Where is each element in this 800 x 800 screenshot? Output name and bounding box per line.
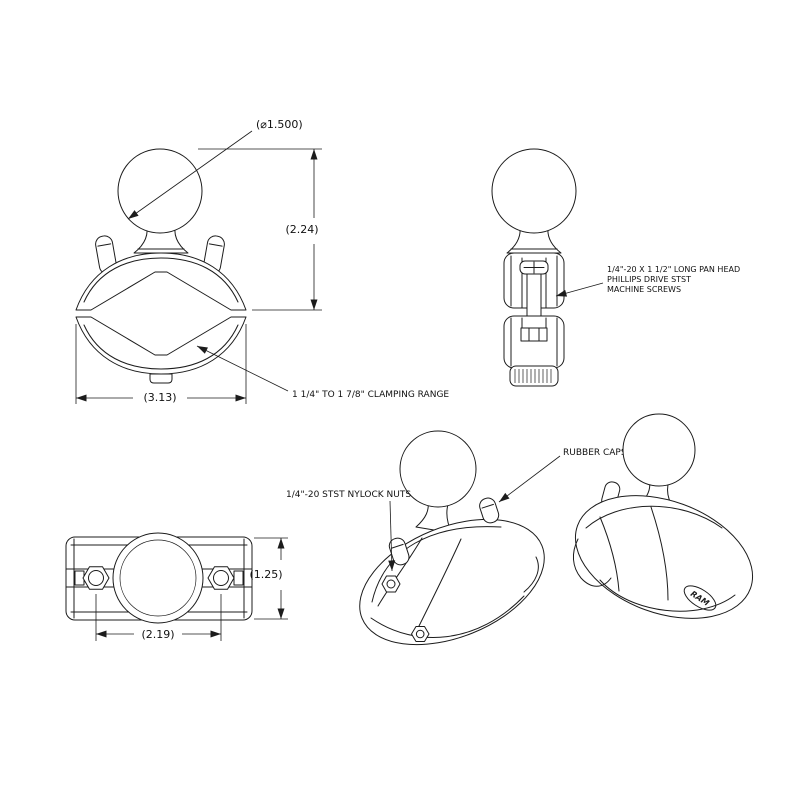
iso-clamp-body — [359, 518, 545, 646]
note-nylock-nuts-label: 1/4"-20 STST NYLOCK NUTS — [286, 490, 411, 500]
ball-side — [491, 148, 577, 234]
dim-top-height: (1.25) — [249, 537, 288, 620]
serrated-base — [509, 365, 559, 387]
nylock-nut-side — [520, 327, 548, 342]
dim-screw-spacing: (2.19) — [95, 594, 222, 641]
lower-jaw — [75, 316, 247, 375]
serration-hatch — [514, 369, 552, 383]
note-rubber-caps: RUBBER CAPS — [498, 448, 627, 503]
note-machine-screws-line2: PHILLIPS DRIVE STST — [607, 275, 691, 284]
iso-nylock-nut-left — [381, 575, 401, 593]
side-view: 1/4"-20 X 1 1/2" LONG PAN HEAD PHILLIPS … — [491, 148, 740, 387]
dim-ball-diameter-label: (⌀1.500) — [256, 118, 303, 131]
note-clamping-range: 1 1/4" TO 1 7/8" CLAMPING RANGE — [196, 345, 449, 400]
dim-width-label: (3.13) — [143, 391, 176, 404]
iso-nylock-nut-bottom — [411, 626, 430, 642]
ball-top — [112, 532, 204, 624]
note-clamping-range-label: 1 1/4" TO 1 7/8" CLAMPING RANGE — [292, 390, 449, 400]
dim-screw-spacing-label: (2.19) — [141, 628, 174, 641]
top-view: (1.25) (2.19) — [65, 532, 288, 641]
note-nylock-nuts: 1/4"-20 STST NYLOCK NUTS — [286, 490, 411, 572]
ball — [117, 148, 203, 234]
note-machine-screws: 1/4"-20 X 1 1/2" LONG PAN HEAD PHILLIPS … — [555, 265, 740, 297]
hex-nut-left — [82, 566, 110, 590]
note-machine-screws-line1: 1/4"-20 X 1 1/2" LONG PAN HEAD — [607, 265, 740, 274]
front-view: (⌀1.500) (2.24) (3.13) 1 1/4" TO 1 7/8" … — [75, 118, 449, 404]
dim-width: (3.13) — [75, 324, 247, 404]
screw-stud-right — [233, 570, 244, 586]
note-machine-screws-line3: MACHINE SCREWS — [607, 285, 681, 294]
dim-top-height-label: (1.25) — [249, 568, 282, 581]
iso-rubber-cap-right — [479, 497, 500, 524]
bottom-tab — [149, 373, 173, 384]
dim-height-label: (2.24) — [285, 223, 318, 236]
iso2-ball — [622, 413, 696, 487]
lower-jaw-side — [503, 315, 565, 369]
dim-ball-diameter: (⌀1.500) — [127, 118, 303, 220]
iso-ball — [399, 430, 477, 508]
isometric-view-front: RUBBER CAPS 1/4"-20 STST NYLOCK NUTS — [286, 430, 627, 646]
isometric-view-back: RAM — [573, 413, 754, 619]
upper-jaw — [75, 252, 247, 311]
dim-height: (2.24) — [198, 148, 322, 311]
note-rubber-caps-label: RUBBER CAPS — [563, 448, 627, 458]
hex-nut-right — [207, 566, 235, 590]
